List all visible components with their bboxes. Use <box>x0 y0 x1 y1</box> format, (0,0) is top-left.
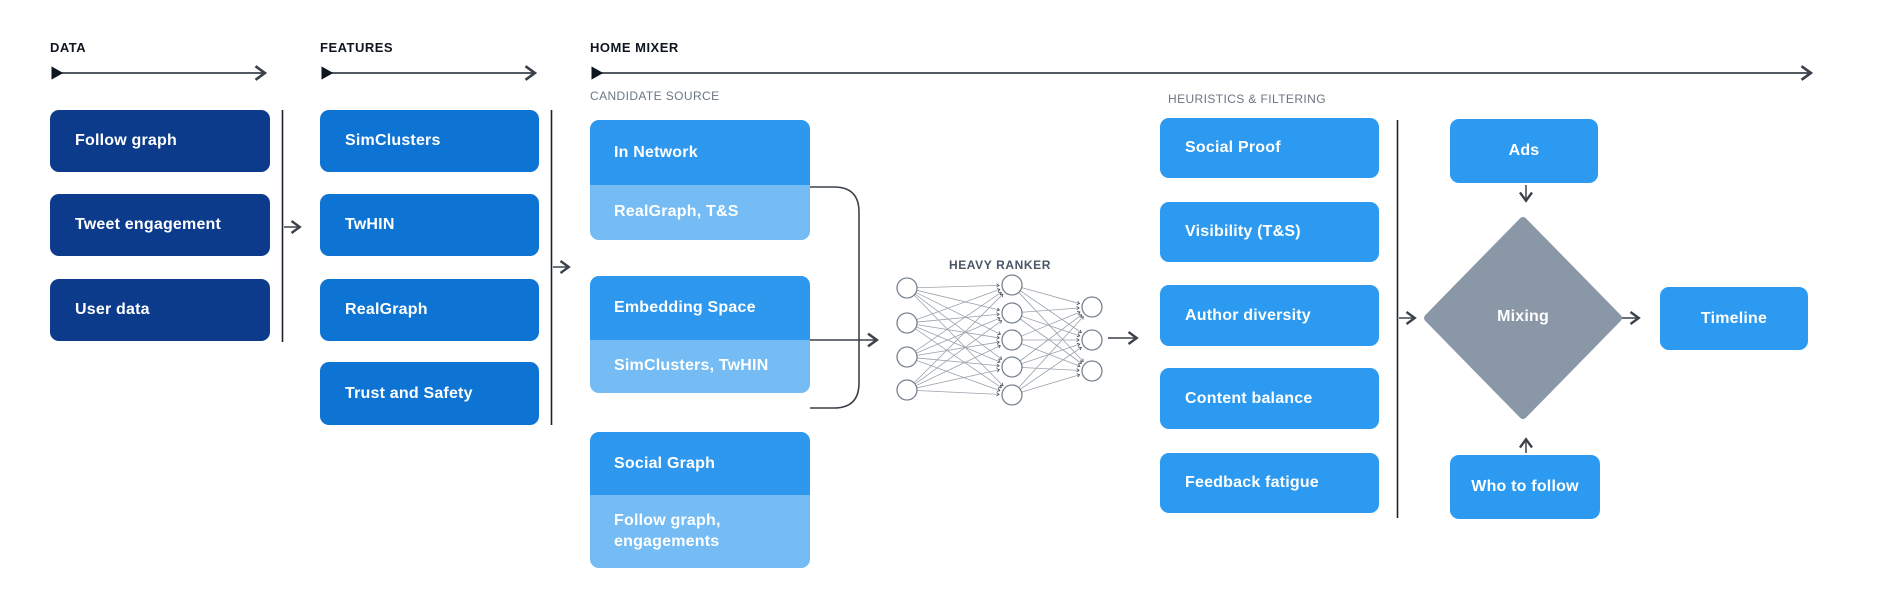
heuristic-box-visibility: Visibility (T&S) <box>1160 202 1379 262</box>
box-label: Social Graph <box>614 454 716 472</box>
subheader-heavy-ranker: HEAVY RANKER <box>948 258 1052 272</box>
box-label: Social Proof <box>1185 139 1281 156</box>
feature-box-realgraph: RealGraph <box>320 279 539 341</box>
feature-box-trust-and-safety: Trust and Safety <box>320 362 539 425</box>
candidate-main: Social Graph <box>590 432 810 495</box>
feature-box-simclusters: SimClusters <box>320 110 539 172</box>
heuristic-box-content-balance: Content balance <box>1160 368 1379 429</box>
box-label: Tweet engagement <box>75 216 222 233</box>
subheader-candidate-source: CANDIDATE SOURCE <box>590 89 720 103</box>
box-label: In Network <box>614 143 698 161</box>
box-sublabel: RealGraph, T&S <box>614 203 739 221</box>
mixing-label: Mixing <box>1497 308 1549 325</box>
box-sublabel: SimClusters, TwHIN <box>614 357 769 375</box>
box-label: User data <box>75 301 150 318</box>
candidate-sub: RealGraph, T&S <box>590 185 810 240</box>
box-label: SimClusters <box>345 132 441 149</box>
heuristic-box-feedback-fatigue: Feedback fatigue <box>1160 453 1379 513</box>
section-title-home-mixer: HOME MIXER <box>590 40 679 55</box>
heuristic-box-author-diversity: Author diversity <box>1160 285 1379 346</box>
box-label: Trust and Safety <box>345 384 473 402</box>
box-label: Feedback fatigue <box>1185 474 1319 491</box>
feature-box-twhin: TwHIN <box>320 194 539 256</box>
box-label: Follow graph <box>75 132 177 149</box>
box-label: Content balance <box>1185 389 1313 407</box>
mixing-diamond <box>1424 217 1622 419</box>
box-label: Who to follow <box>1471 478 1579 495</box>
candidate-box-embedding-space: Embedding Space SimClusters, TwHIN <box>590 276 810 393</box>
box-label: TwHIN <box>345 216 395 233</box>
box-label: Author diversity <box>1185 306 1311 324</box>
section-title-data: DATA <box>50 40 87 55</box>
box-label: Embedding Space <box>614 299 756 316</box>
box-label: Visibility (T&S) <box>1185 223 1301 240</box>
box-label: Ads <box>1508 142 1540 159</box>
candidate-sub: Follow graph, engagements <box>590 495 810 568</box>
data-box-user-data: User data <box>50 279 270 341</box>
section-title-features: FEATURES <box>320 40 394 55</box>
output-box-ads: Ads <box>1450 119 1598 183</box>
heuristic-box-social-proof: Social Proof <box>1160 118 1379 178</box>
output-box-who-to-follow: Who to follow <box>1450 455 1600 519</box>
candidate-main: In Network <box>590 120 810 185</box>
box-label: RealGraph <box>345 301 428 318</box>
candidate-main: Embedding Space <box>590 276 810 340</box>
box-label: Timeline <box>1700 309 1768 327</box>
candidate-merge-connector <box>810 186 860 409</box>
candidate-sub: SimClusters, TwHIN <box>590 340 810 393</box>
subheader-heuristics-filtering: HEURISTICS & FILTERING <box>1168 92 1326 106</box>
heavy-ranker-network <box>896 274 1103 406</box>
box-sublabel: Follow graph, engagements <box>614 511 721 550</box>
output-box-timeline: Timeline <box>1660 287 1808 350</box>
candidate-box-in-network: In Network RealGraph, T&S <box>590 120 810 240</box>
candidate-box-social-graph: Social Graph Follow graph, engagements <box>590 432 810 568</box>
data-box-follow-graph: Follow graph <box>50 110 270 172</box>
data-box-tweet-engagement: Tweet engagement <box>50 194 270 256</box>
